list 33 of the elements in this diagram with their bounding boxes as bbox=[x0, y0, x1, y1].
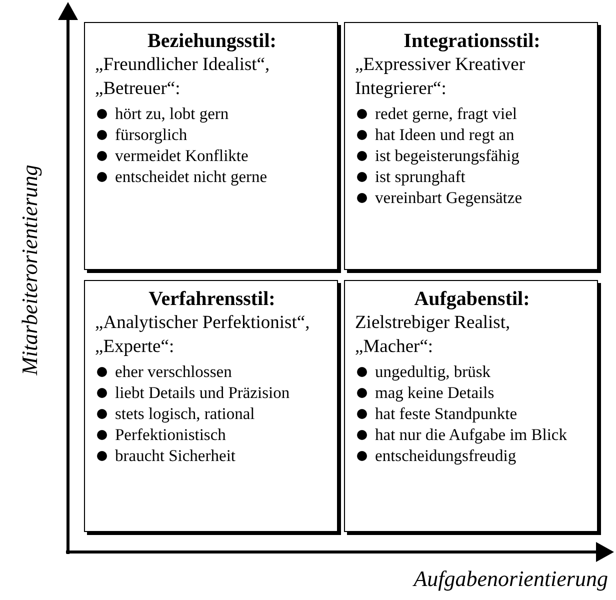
quadrant-box bbox=[84, 22, 338, 270]
bullet-item: fürsorglich bbox=[115, 124, 188, 145]
bullet-item: mag keine Details bbox=[375, 382, 494, 403]
bullet-item: hat nur die Aufgabe im Blick bbox=[375, 424, 567, 445]
bullet-item: ist begeisterungsfähig bbox=[375, 145, 520, 166]
type-description: „Analytischer Perfektionist“, „Experte“: bbox=[95, 312, 311, 359]
bullet-item: ungedultig, brüsk bbox=[375, 361, 490, 382]
quadrant-heading: Integrationsstil: bbox=[402, 29, 542, 53]
bullet-item: Perfektionistisch bbox=[115, 424, 226, 445]
axis-label: Aufgabenorientierung bbox=[414, 566, 608, 592]
bullet-item: hört zu, lobt gern bbox=[115, 103, 229, 124]
quadrant-heading: Verfahrensstil: bbox=[148, 287, 276, 311]
bullet-item: hat feste Standpunkte bbox=[375, 403, 518, 424]
bullet-item: vereinbart Gegensätze bbox=[375, 187, 522, 208]
bullet-item: entscheidungsfreudig bbox=[375, 445, 516, 466]
quadrant-box bbox=[344, 22, 598, 270]
bullet-item: stets logisch, rational bbox=[115, 403, 255, 424]
quadrant-heading: Beziehungsstil: bbox=[146, 29, 278, 53]
bullet-item: vermeidet Konflikte bbox=[115, 145, 248, 166]
bullet-item: hat Ideen und regt an bbox=[375, 124, 514, 145]
bullet-item: redet gerne, fragt viel bbox=[375, 103, 518, 124]
bullet-item: ist sprunghaft bbox=[375, 166, 466, 187]
bullet-item: eher verschlossen bbox=[115, 361, 232, 382]
quadrant-box bbox=[344, 280, 598, 532]
type-description: „Expressiver Kreativer Integrierer“: bbox=[355, 54, 526, 101]
bullet-item: liebt Details und Präzision bbox=[115, 382, 290, 403]
type-description: Zielstrebiger Realist, „Macher“: bbox=[355, 312, 512, 359]
bullet-item: braucht Sicherheit bbox=[115, 445, 236, 466]
axis-label: Mitarbeiterorientierung bbox=[17, 164, 43, 376]
quadrant-box bbox=[84, 280, 338, 532]
type-description: „Freundlicher Idealist“, „Betreuer“: bbox=[95, 54, 271, 101]
bullet-item: entscheidet nicht gerne bbox=[115, 166, 268, 187]
quadrant-heading: Aufgabenstil: bbox=[413, 287, 531, 311]
